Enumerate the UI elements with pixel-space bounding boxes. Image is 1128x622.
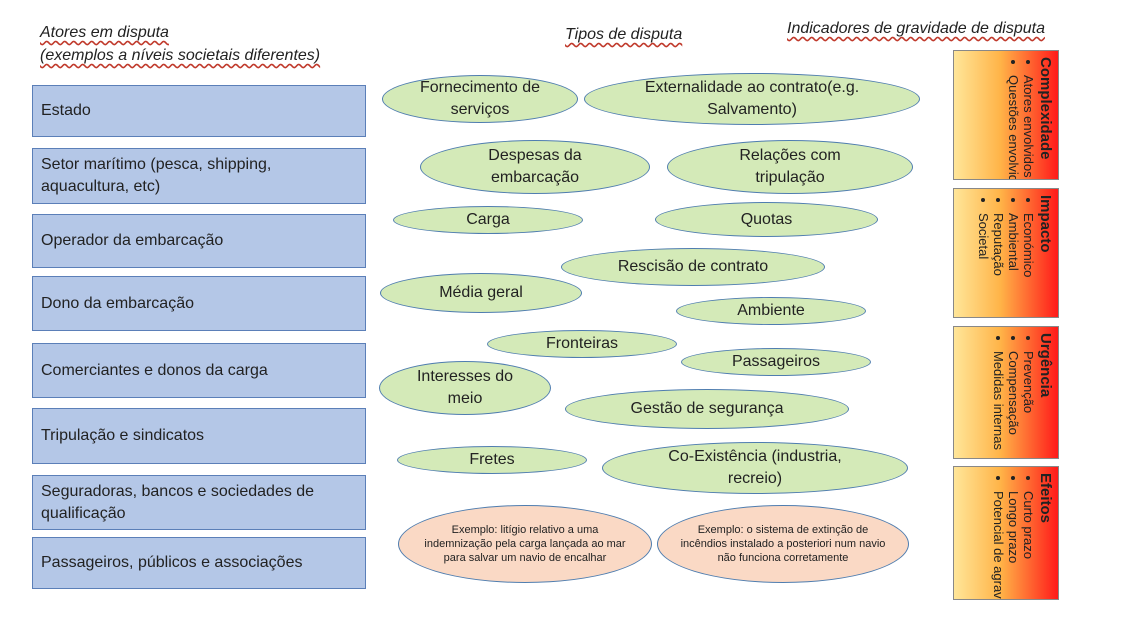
dispute-type-ellipse: Fornecimento de serviços xyxy=(382,75,578,123)
indicator-efeitos: Efeitos Curto prazo Longo prazo Potencia… xyxy=(953,466,1059,600)
indicator-title: Complexidade xyxy=(1037,57,1054,160)
actor-box: Seguradoras, bancos e sociedades de qual… xyxy=(32,475,366,530)
indicator-item: Societal xyxy=(976,213,991,313)
dispute-type-ellipse: Interesses do meio xyxy=(379,361,551,415)
dispute-type-ellipse: Co-Existência (industria, recreio) xyxy=(602,442,908,494)
example-ellipse: Exemplo: litígio relativo a uma indemniz… xyxy=(398,505,652,583)
indicator-title: Impacto xyxy=(1037,195,1054,253)
actors-heading: Atores em disputa xyxy=(40,24,169,41)
actor-box: Dono da embarcação xyxy=(32,276,366,331)
dispute-type-ellipse: Quotas xyxy=(655,202,878,237)
actor-box: Setor marítimo (pesca, shipping, aquacul… xyxy=(32,148,366,204)
dispute-type-ellipse: Despesas da embarcação xyxy=(420,140,650,194)
dispute-type-ellipse: Média geral xyxy=(380,273,582,313)
dispute-type-ellipse: Passageiros xyxy=(681,348,871,376)
types-heading: Tipos de disputa xyxy=(565,26,683,43)
indicator-item: Longo prazo xyxy=(1006,491,1021,595)
dispute-type-ellipse: Carga xyxy=(393,206,583,234)
dispute-type-ellipse: Ambiente xyxy=(676,297,866,325)
dispute-type-ellipse: Gestão de segurança xyxy=(565,389,849,429)
indicator-item: Reputação xyxy=(991,213,1006,313)
indicator-item: Compensação xyxy=(1006,351,1021,454)
indicator-item: Curto prazo xyxy=(1021,491,1036,595)
example-ellipse: Exemplo: o sistema de extinção de incênd… xyxy=(657,505,909,583)
indicator-item: Atores envolvidos xyxy=(1021,75,1036,178)
actors-subheading: (exemplos a níveis societais diferentes) xyxy=(40,47,321,64)
indicator-item: Económico xyxy=(1021,213,1036,313)
dispute-type-ellipse: Rescisão de contrato xyxy=(561,248,825,286)
indicator-item: Prevenção xyxy=(1021,351,1036,454)
indicator-item: Questões envolvidas xyxy=(1006,75,1021,179)
indicator-item: Medidas internas xyxy=(991,351,1006,454)
indicators-heading: Indicadores de gravidade de disputa xyxy=(787,20,1045,37)
dispute-type-ellipse: Externalidade ao contrato(e.g. Salvament… xyxy=(584,73,920,125)
actor-box: Passageiros, públicos e associações xyxy=(32,537,366,589)
actor-box: Estado xyxy=(32,85,366,137)
actor-box: Tripulação e sindicatos xyxy=(32,408,366,464)
actor-box: Comerciantes e donos da carga xyxy=(32,343,366,398)
dispute-type-ellipse: Fretes xyxy=(397,446,587,474)
actor-box: Operador da embarcação xyxy=(32,214,366,268)
indicator-item: Ambiental xyxy=(1006,213,1021,313)
indicator-complexidade: Complexidade Atores envolvidos Questões … xyxy=(953,50,1059,180)
indicator-title: Efeitos xyxy=(1037,473,1054,524)
indicator-item: Potencial de agravamento xyxy=(991,491,1006,599)
indicator-urgencia: Urgência Prevenção Compensação Medidas i… xyxy=(953,326,1059,459)
indicator-impacto: Impacto Económico Ambiental Reputação So… xyxy=(953,188,1059,318)
indicator-title: Urgência xyxy=(1037,333,1054,398)
dispute-type-ellipse: Relações com tripulação xyxy=(667,140,913,194)
dispute-type-ellipse: Fronteiras xyxy=(487,330,677,358)
